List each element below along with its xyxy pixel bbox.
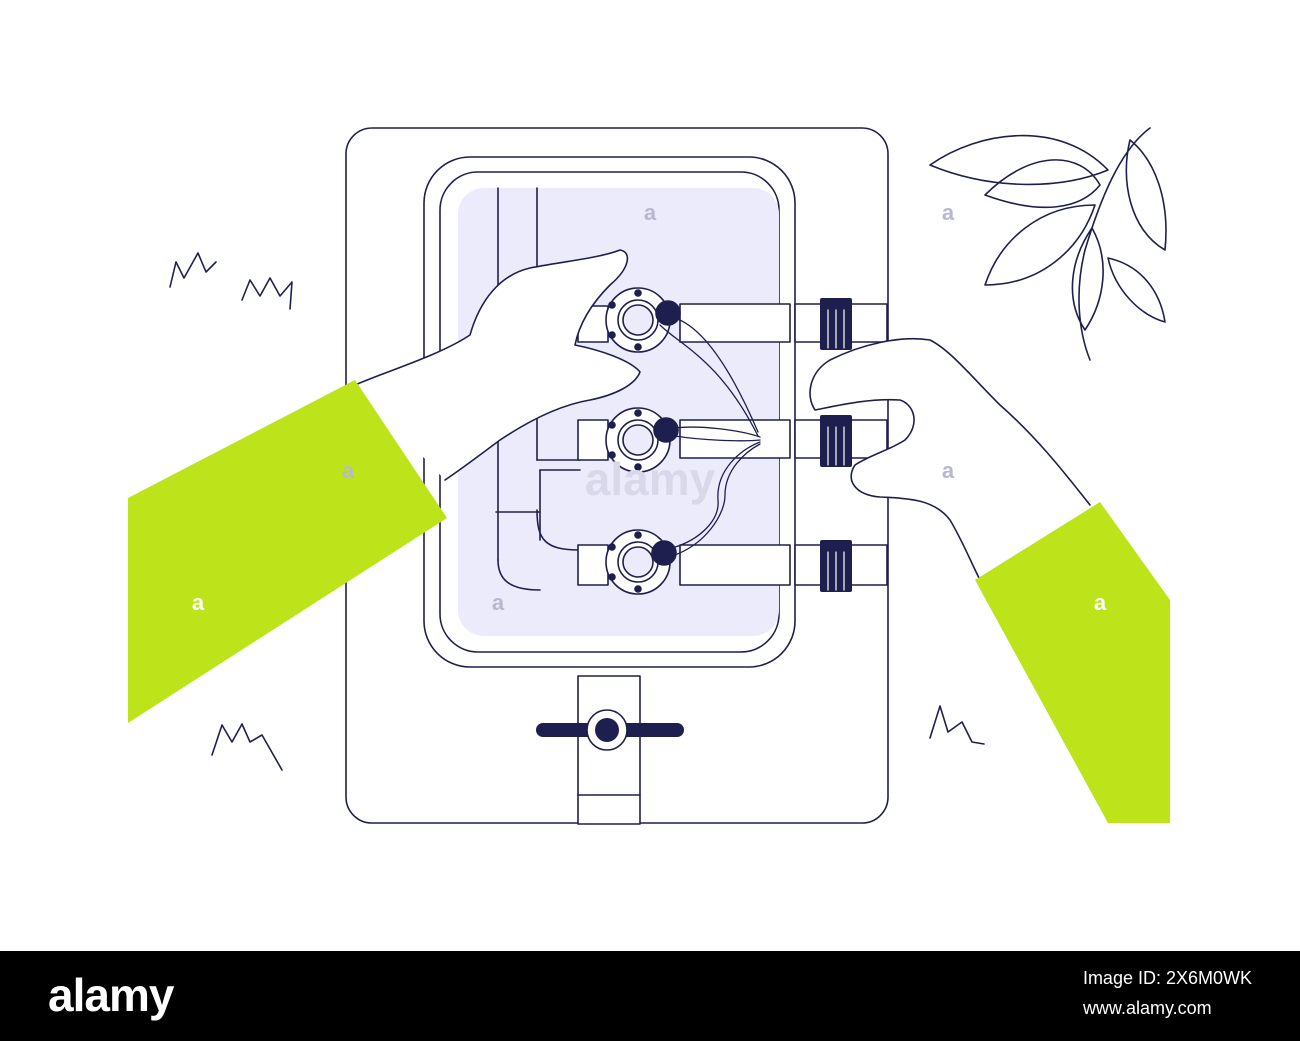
grass-scribble	[211, 723, 283, 771]
drain-valve-handle	[536, 709, 684, 751]
leaf-branch	[929, 127, 1167, 361]
grass-scribble	[169, 252, 217, 288]
stock-footer: alamy Image ID: 2X6M0WK www.alamy.com	[0, 951, 1300, 1041]
leaf	[1125, 139, 1167, 251]
footer-meta: Image ID: 2X6M0WK www.alamy.com	[1083, 963, 1252, 1023]
grass-scribble	[241, 277, 293, 310]
solenoid-wires	[659, 317, 761, 557]
watermark-mark: a	[644, 200, 657, 225]
right-sleeve	[975, 502, 1170, 823]
leaf	[984, 159, 1101, 209]
watermark-mark: a	[342, 458, 355, 483]
watermark-mark: a	[942, 200, 955, 225]
right-hand	[809, 337, 1170, 823]
watermark-mark: a	[192, 590, 205, 615]
solenoid-valve	[605, 529, 677, 595]
leaf	[1107, 257, 1166, 323]
watermark-mark: a	[1094, 590, 1107, 615]
leaf	[929, 134, 1109, 186]
left-sleeve	[128, 380, 447, 723]
watermark-center: alamy	[585, 453, 716, 505]
image-id-label: Image ID: 2X6M0WK	[1082, 968, 1252, 988]
footer-brand-logo: alamy	[48, 969, 174, 1021]
leaf	[1071, 227, 1104, 331]
watermark-mark: a	[942, 458, 955, 483]
site-url: www.alamy.com	[1082, 998, 1212, 1018]
grass-scribble	[929, 705, 985, 745]
irrigation-valve-box-illustration: a a a a a a a alamy	[128, 127, 1170, 825]
solenoid-valve	[605, 287, 681, 353]
solenoid-valve	[605, 407, 679, 473]
left-hand	[128, 249, 641, 723]
leaf	[984, 204, 1096, 286]
watermark-mark: a	[492, 590, 505, 615]
